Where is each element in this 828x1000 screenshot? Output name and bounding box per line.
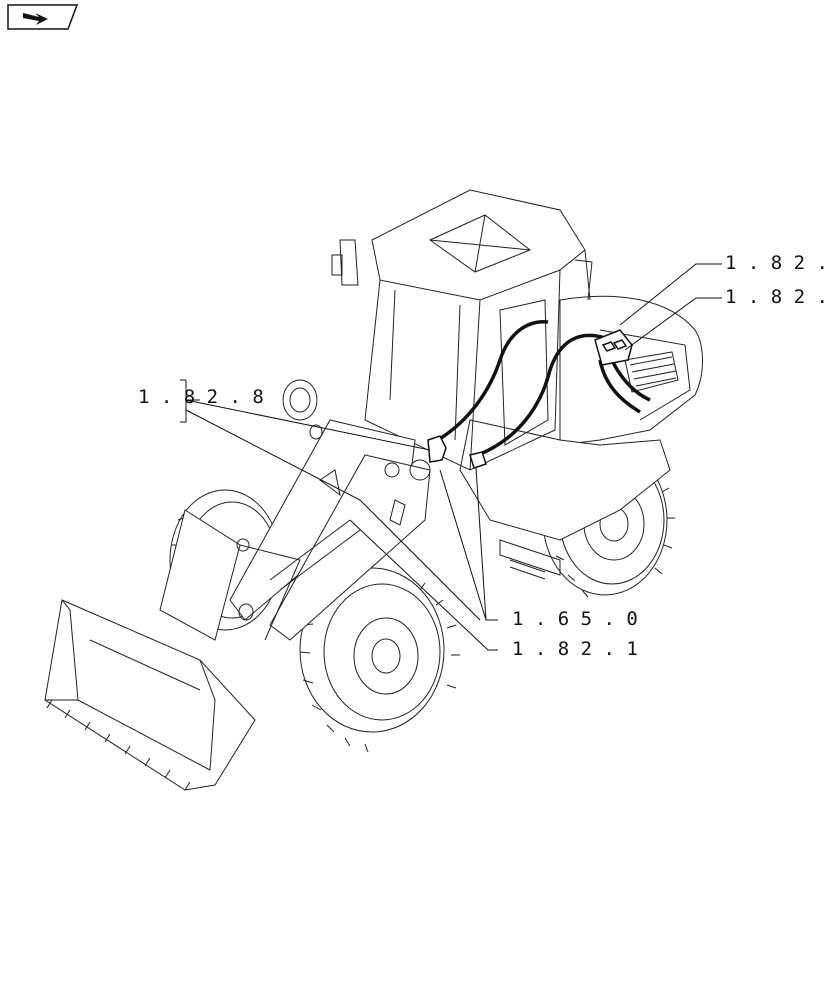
bucket — [44, 599, 256, 791]
loader-arms — [159, 419, 431, 641]
callout-left-group[interactable]: 1 . 8 2 . 8 — [138, 386, 264, 408]
front-light — [282, 379, 323, 440]
valve-blocks — [427, 329, 633, 469]
arrow-forward-icon — [23, 13, 48, 25]
callout-lower-2[interactable]: 1 . 8 2 . 1 — [512, 638, 638, 660]
callout-top-right-2[interactable]: 1 . 8 2 . — [725, 286, 828, 308]
nav-arrow-button[interactable] — [6, 4, 79, 30]
leader-lines — [180, 263, 722, 651]
callout-top-right-1[interactable]: 1 . 8 2 . — [725, 252, 828, 274]
cab — [331, 189, 593, 471]
callout-lower-1[interactable]: 1 . 6 5 . 0 — [512, 608, 638, 630]
front-wheel — [299, 567, 460, 753]
